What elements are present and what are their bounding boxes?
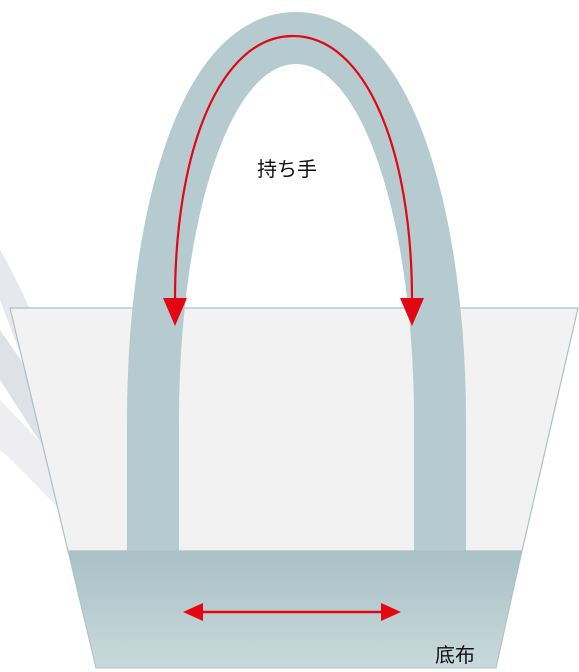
- bottom-width-arrow: [183, 603, 401, 621]
- arrowhead-right-icon: [400, 298, 424, 326]
- bag-handle: [127, 12, 466, 551]
- arrowhead-left-icon: [163, 298, 187, 326]
- handle-length-arrow: [163, 34, 424, 326]
- handle-label: 持ち手: [257, 157, 317, 181]
- arrowhead-left-icon: [183, 603, 203, 621]
- bottom-fabric-label: 底布: [435, 643, 475, 667]
- arrowhead-right-icon: [381, 603, 401, 621]
- bottom-fabric-panel: [67, 550, 523, 669]
- bag-body: [9, 307, 579, 552]
